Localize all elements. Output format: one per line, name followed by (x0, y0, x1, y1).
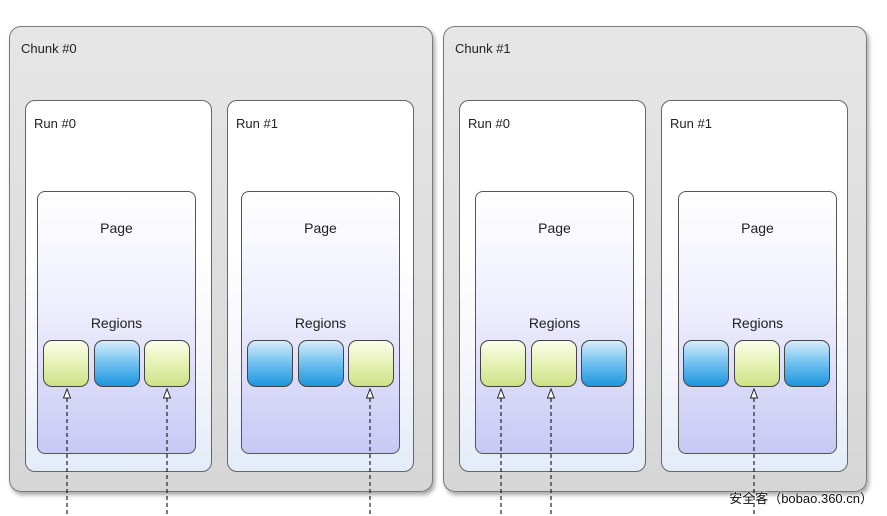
pointer-arrow (62, 387, 72, 516)
region-used (144, 340, 190, 387)
chunk-0: Chunk #0 Run #0 Page Regions Run #1 Page… (9, 26, 433, 492)
region-free (784, 340, 830, 387)
page: Page Regions (241, 191, 400, 454)
page-label: Page (741, 220, 774, 236)
pointer-arrow (365, 387, 375, 516)
chunk-1: Chunk #1 Run #0 Page Regions Run #1 Page… (443, 26, 867, 492)
regions-label: Regions (731, 315, 784, 331)
pointer-arrow (749, 387, 759, 516)
run-1: Run #1 Page Regions (227, 100, 414, 472)
region-free (581, 340, 627, 387)
run-0: Run #0 Page Regions (459, 100, 646, 472)
region-used (734, 340, 780, 387)
region-free (94, 340, 140, 387)
run-0: Run #0 Page Regions (25, 100, 212, 472)
pointer-arrow (162, 387, 172, 516)
regions-label: Regions (294, 315, 347, 331)
run-label: Run #1 (236, 116, 278, 131)
page-label: Page (304, 220, 337, 236)
run-label: Run #0 (468, 116, 510, 131)
run-label: Run #1 (670, 116, 712, 131)
watermark: 安全客（bobao.360.cn） (729, 491, 873, 506)
region-free (683, 340, 729, 387)
chunk-label: Chunk #1 (455, 41, 511, 56)
region-used (480, 340, 526, 387)
region-free (247, 340, 293, 387)
page: Page Regions (37, 191, 196, 454)
region-used (43, 340, 89, 387)
region-free (298, 340, 344, 387)
pointer-arrow (496, 387, 506, 516)
pointer-arrow (546, 387, 556, 516)
region-used (531, 340, 577, 387)
page: Page Regions (678, 191, 837, 454)
run-label: Run #0 (34, 116, 76, 131)
regions-label: Regions (90, 315, 143, 331)
regions-label: Regions (528, 315, 581, 331)
page: Page Regions (475, 191, 634, 454)
page-label: Page (100, 220, 133, 236)
page-label: Page (538, 220, 571, 236)
run-1: Run #1 Page Regions (661, 100, 848, 472)
region-used (348, 340, 394, 387)
chunk-label: Chunk #0 (21, 41, 77, 56)
